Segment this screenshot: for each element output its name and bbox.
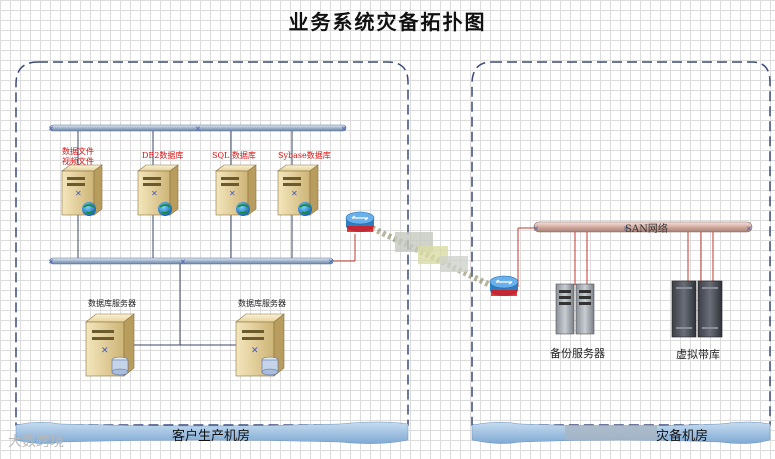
label-redaction	[565, 425, 657, 440]
wan-link	[370, 225, 494, 289]
svg-text:✕: ✕	[101, 346, 109, 356]
disaster-room	[471, 61, 771, 444]
tape-library-label: 虚拟带库	[676, 348, 720, 361]
diagram-title: 业务系统灾备拓扑图	[288, 10, 487, 34]
server-connectors	[77, 131, 293, 346]
server-sybase: ✕	[277, 164, 319, 216]
svg-text:✕: ✕	[151, 189, 158, 198]
db-server-right-label: 数据库服务器	[238, 299, 286, 308]
san-label: SAN网络	[625, 224, 668, 235]
server-file-label-2: 视频文件	[62, 157, 94, 166]
db-server-left-label: 数据库服务器	[88, 299, 136, 308]
top-bus: ✕ ✕ ✕	[48, 124, 347, 133]
server-sybase-label: Sybase数据库	[278, 151, 331, 160]
svg-text:✕: ✕	[48, 125, 54, 133]
svg-text:✕: ✕	[75, 189, 82, 198]
svg-text:✕: ✕	[328, 258, 334, 266]
svg-text:✕: ✕	[746, 225, 752, 233]
svg-text:✕: ✕	[251, 346, 259, 356]
production-room-label: 客户生产机房	[172, 429, 251, 444]
db-server-right: ✕	[235, 313, 285, 377]
server-sql-label: SQL 数据库	[212, 151, 256, 160]
server-file: ✕	[61, 164, 103, 216]
svg-text:✕: ✕	[48, 258, 54, 266]
router-production	[345, 211, 375, 232]
disaster-room-label: 灾备机房	[656, 429, 709, 444]
svg-text:✕: ✕	[180, 258, 186, 266]
tape-library	[671, 280, 723, 338]
router-disaster	[489, 275, 519, 296]
svg-text:✕: ✕	[341, 125, 347, 133]
san-bus: ✕ ✕ ✕	[533, 221, 753, 233]
middle-bus: ✕ ✕ ✕	[48, 257, 334, 266]
svg-text:✕: ✕	[195, 125, 201, 133]
production-room-footer	[15, 421, 409, 444]
server-file-label-1: 数据文件	[62, 147, 94, 156]
watermark: 大数跨境	[8, 434, 64, 450]
server-db2-label: DB2数据库	[142, 151, 184, 160]
svg-text:✕: ✕	[533, 225, 539, 233]
san-connectors	[574, 232, 714, 285]
server-sql: ✕	[215, 164, 257, 216]
backup-server	[555, 283, 595, 335]
db-server-left: ✕	[85, 313, 135, 377]
svg-text:✕: ✕	[229, 189, 236, 198]
svg-text:✕: ✕	[291, 189, 298, 198]
backup-server-label: 备份服务器	[550, 347, 605, 360]
production-room	[15, 61, 409, 444]
server-db2: ✕	[137, 164, 179, 216]
router-links	[333, 227, 534, 287]
svg-text:✕: ✕	[623, 225, 629, 233]
